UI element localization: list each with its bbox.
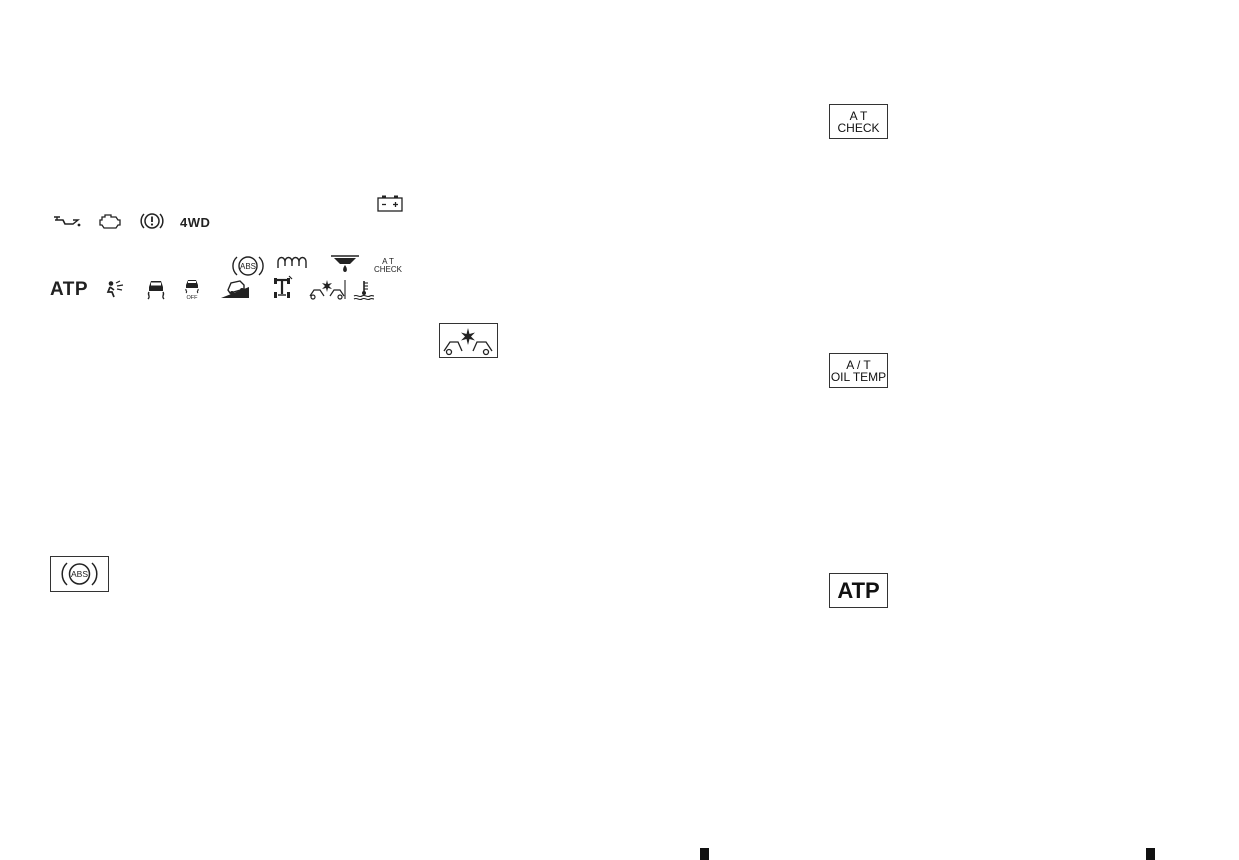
at-check-mini-line2: CHECK	[374, 265, 403, 274]
abs-warning-box-label: ABS	[71, 569, 88, 579]
abs-warning-box: ABS	[50, 556, 109, 592]
abs-icon-label: ABS	[240, 262, 256, 271]
abs-icon: ABS	[231, 253, 265, 279]
at-oil-temp-line2: OIL TEMP	[830, 369, 887, 384]
page-edge-mark-left	[700, 848, 709, 860]
slip-off-label: OFF	[187, 295, 199, 301]
page-edge-mark-right	[1146, 848, 1155, 860]
atp-box: ATP	[829, 573, 888, 608]
brake-warning-icon	[140, 210, 164, 232]
slip-indicator-icon	[144, 278, 168, 300]
four-wd-indicator: 4WD	[180, 215, 211, 230]
at-oil-temp-line1: A / T	[846, 357, 871, 372]
glow-plug-icon	[276, 255, 312, 269]
at-check-line2: CHECK	[837, 120, 880, 135]
engine-icon	[98, 212, 122, 230]
abs-warning-box-icon: ABS	[61, 562, 98, 586]
collision-warning-box-icon	[443, 328, 493, 356]
slip-off-icon: OFF	[183, 278, 201, 301]
diff-lock-icon	[271, 275, 293, 300]
at-oil-temp-box: A / T OIL TEMP	[829, 353, 888, 388]
water-in-fuel-icon	[330, 253, 360, 273]
coolant-temperature-icon	[352, 280, 376, 301]
oil-pressure-icon	[52, 214, 82, 228]
at-check-box: A T CHECK	[829, 104, 888, 139]
at-check-line1: A T	[849, 108, 868, 123]
collision-warning-box	[439, 323, 498, 358]
at-check-mini-indicator: A T CHECK	[374, 258, 402, 274]
battery-icon	[377, 195, 403, 212]
atp-box-label: ATP	[837, 577, 880, 603]
collision-warning-icon	[308, 276, 346, 300]
airbag-icon	[104, 280, 126, 298]
atp-indicator: ATP	[50, 279, 89, 300]
hill-descent-icon	[220, 277, 250, 299]
at-check-mini-line1: A T	[382, 257, 394, 266]
